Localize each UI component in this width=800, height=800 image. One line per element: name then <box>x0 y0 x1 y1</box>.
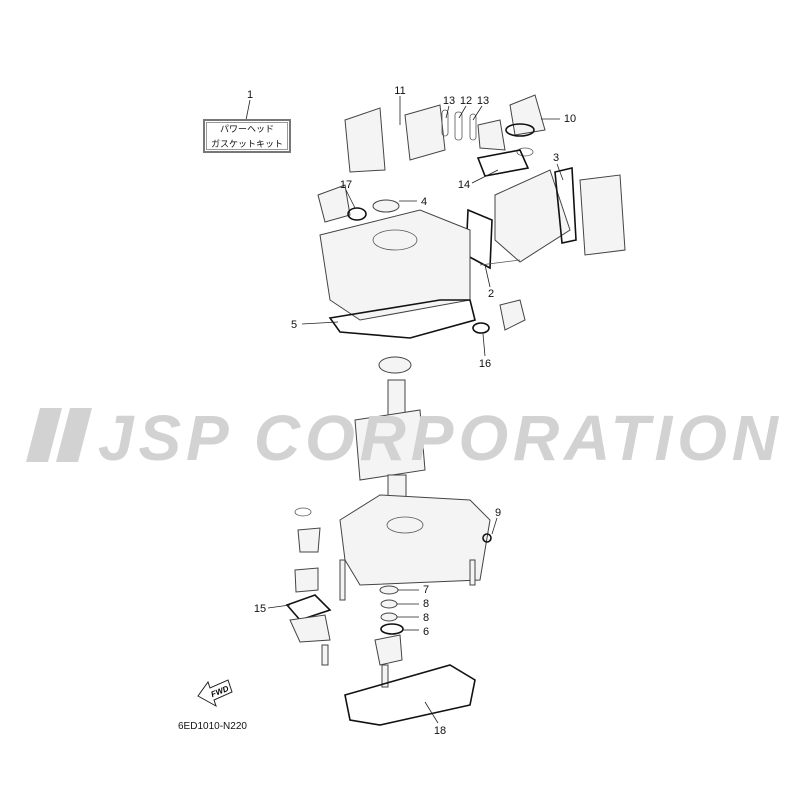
callout-16: 16 <box>479 358 491 370</box>
callout-15: 15 <box>254 603 266 615</box>
callout-8: 8 <box>423 598 429 610</box>
part-cylinder-block <box>319 209 471 321</box>
callout-5: 5 <box>291 319 297 331</box>
callout-3: 3 <box>553 152 559 164</box>
callout-13: 13 <box>477 95 489 107</box>
callout-18: 18 <box>434 725 446 737</box>
kit-box-line-1: パワーヘッド <box>219 124 274 134</box>
fwd-arrow-icon: FWD <box>197 679 233 708</box>
watermark-text: JSP CORPORATION <box>98 402 780 474</box>
callout-10: 10 <box>564 113 576 125</box>
kit-box-line-2: ガスケットキット <box>210 139 283 149</box>
callout-12: 12 <box>460 95 472 107</box>
part-crankshaft <box>354 409 426 481</box>
part-cylinder-head <box>494 169 571 263</box>
callout-8: 8 <box>423 612 429 624</box>
part-thermostat <box>509 94 546 136</box>
part-crankcase <box>339 494 491 586</box>
gasket-kit-box: パワーヘッド ガスケットキット <box>203 119 291 153</box>
callout-1: 1 <box>247 89 253 101</box>
callout-9: 9 <box>495 507 501 519</box>
callout-11: 11 <box>394 85 405 97</box>
callouts: 1 11 13 12 13 10 3 14 17 4 2 5 16 9 7 8 … <box>247 85 576 737</box>
callout-13: 13 <box>443 95 455 107</box>
part-carb <box>404 104 446 161</box>
part-head-cover <box>579 174 626 256</box>
callout-4: 4 <box>421 196 427 208</box>
part-exhaust-gasket <box>344 664 476 726</box>
drawing-code: 6ED1010-N220 <box>178 721 247 732</box>
callout-17: 17 <box>340 179 352 191</box>
callout-6: 6 <box>423 626 429 638</box>
callout-7: 7 <box>423 584 429 596</box>
watermark-logo: JSP CORPORATION <box>26 402 780 474</box>
callout-2: 2 <box>488 288 494 300</box>
engine-parts <box>285 94 626 726</box>
part-bracket <box>344 107 386 173</box>
callout-14: 14 <box>458 179 470 191</box>
leader-lines <box>245 96 564 724</box>
